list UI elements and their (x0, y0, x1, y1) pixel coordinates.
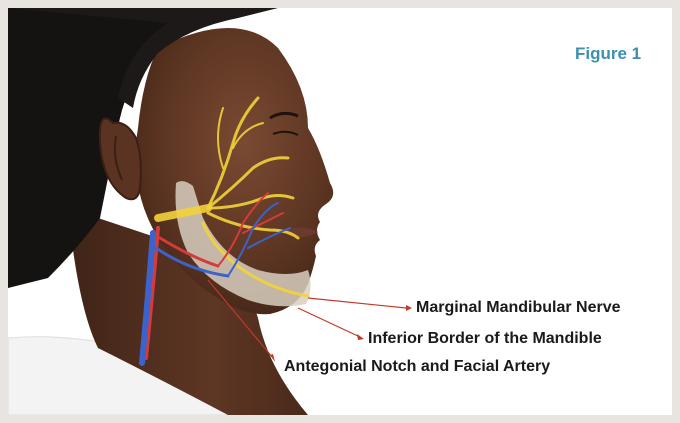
figure-frame: Figure 1 Marginal Mandibular Nerve Infer… (8, 8, 672, 415)
anatomy-illustration (8, 8, 672, 415)
callout-inferior-border-mandible: Inferior Border of the Mandible (368, 330, 602, 348)
pointer-inferior-border (298, 308, 360, 337)
pointer-marginal-mandibular-nerve (308, 298, 406, 308)
callout-antegonial-notch-facial-artery: Antegonial Notch and Facial Artery (284, 358, 550, 376)
callout-marginal-mandibular-nerve: Marginal Mandibular Nerve (416, 299, 621, 317)
figure-label: Figure 1 (575, 44, 641, 64)
